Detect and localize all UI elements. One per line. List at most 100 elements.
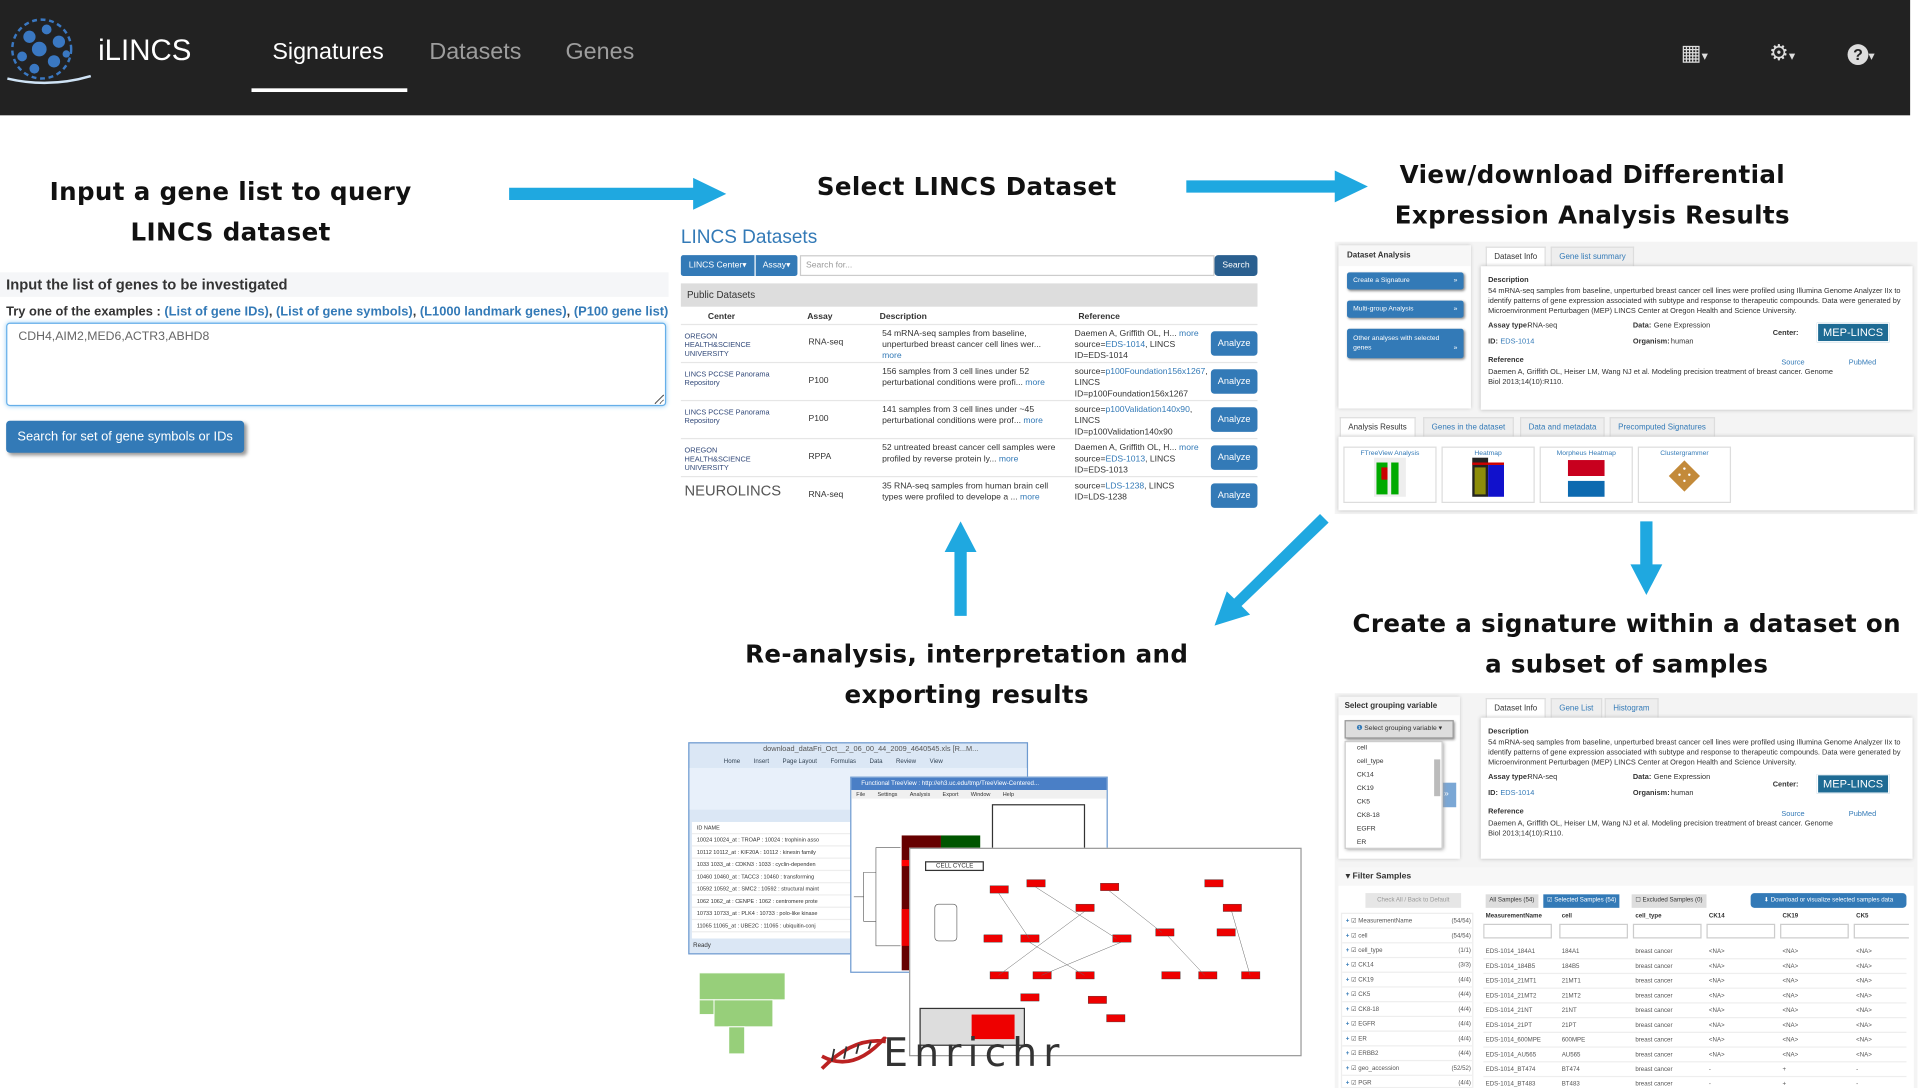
expand-icon[interactable]: + [1345,1035,1350,1043]
samples-col-header[interactable]: MeasurementName [1485,912,1542,921]
checkbox-icon[interactable]: ☑ [1349,1020,1359,1029]
tab-gene-list-summary[interactable]: Gene list summary [1550,246,1635,267]
filter-variable-row[interactable]: + ☑ CK19(4/4) [1342,973,1473,988]
checkbox-icon[interactable]: ☑ [1349,976,1359,984]
pubmed-link[interactable]: PubMed [1848,810,1877,819]
multi-group-analysis-button[interactable]: Multi-group Analysis» [1347,300,1464,318]
ref-more-link[interactable]: more [1179,444,1199,453]
expand-icon[interactable]: + [1345,961,1350,970]
column-filter-input[interactable] [1483,923,1552,939]
filter-variable-row[interactable]: + ☑ ERBB2(4/4) [1342,1046,1473,1062]
example-p100-link[interactable]: (P100 gene list) [573,304,669,319]
column-filter-input[interactable] [1706,923,1776,939]
filter-variable-row[interactable]: + ☑ CK5(4/4) [1342,988,1473,1003]
source-link[interactable]: EDS-1013 [1105,455,1146,464]
checkbox-icon[interactable]: ☑ [1349,991,1359,999]
checkbox-icon[interactable]: ☑ [1349,1064,1359,1073]
expand-icon[interactable]: + [1345,917,1350,926]
filter-variable-row[interactable]: + ☑ cell(54/54) [1342,929,1473,944]
help-menu-button[interactable]: ?▾ [1847,40,1875,66]
settings-menu-button[interactable]: ⚙▾ [1769,40,1795,66]
morpheus-heatmap-result[interactable]: Morpheus Heatmap [1539,446,1633,503]
grouping-option[interactable]: CK8-18 [1356,812,1380,820]
gene-list-textarea[interactable]: CDH4,AIM2,MED6,ACTR3,ABHD8 [6,322,667,407]
samples-col-header[interactable]: CK19 [1782,912,1799,921]
ftreeview-result[interactable]: FTreeView Analysis [1343,446,1437,503]
tab-datasets[interactable]: Datasets [429,39,522,66]
analyze-button[interactable]: Analyze [1210,331,1258,356]
grouping-variable-select[interactable]: ❶ Select grouping variable ▾ [1344,720,1454,739]
mep-lincs-badge[interactable]: MEP-LINCS [1816,322,1890,343]
tab-histogram[interactable]: Histogram [1604,698,1659,718]
grouping-option[interactable]: EGFR [1356,825,1376,833]
filter-variable-row[interactable]: + ☑ CK8-18(4/4) [1342,1002,1473,1018]
assay-dropdown[interactable]: Assay▾ [755,255,798,277]
filter-variable-row[interactable]: + ☑ ER(4/4) [1342,1032,1473,1047]
tab-analysis-results[interactable]: Analysis Results [1339,417,1416,437]
filter-variable-row[interactable]: + ☑ EGFR(4/4) [1342,1017,1473,1032]
clustergrammer-result[interactable]: Clustergrammer [1637,446,1732,503]
filter-variable-row[interactable]: + ☑ geo_accession(52/52) [1342,1061,1473,1076]
grouping-option[interactable]: cell [1356,744,1367,753]
checkbox-icon[interactable]: ☑ [1349,1005,1359,1014]
more-link[interactable]: more [998,455,1019,464]
column-filter-input[interactable] [1632,923,1702,939]
example-gene-ids-link[interactable]: (List of gene IDs) [164,304,269,319]
expand-icon[interactable]: + [1345,947,1350,955]
mep-lincs-badge[interactable]: MEP-LINCS [1816,774,1890,794]
dataset-search-input[interactable]: Search for... [799,255,1215,277]
lincs-center-dropdown[interactable]: LINCS Center▾ [680,255,755,277]
more-link[interactable]: more [1023,417,1043,426]
ref-more-link[interactable]: more [1179,330,1199,339]
example-gene-symbols-link[interactable]: (List of gene symbols) [275,304,413,319]
heatmap-result[interactable]: Heatmap [1441,446,1535,503]
check-all-button[interactable]: Check All / Back to Default [1365,893,1462,908]
other-analyses-button[interactable]: Other analyses with selected genes» [1347,328,1464,359]
checkbox-icon[interactable]: ☑ [1349,947,1359,955]
expand-icon[interactable]: + [1345,932,1350,940]
create-signature-button[interactable]: Create a Signature» [1347,272,1464,290]
source-link[interactable]: Source [1781,810,1805,819]
more-link[interactable]: more [1025,379,1045,388]
dataset-search-button[interactable]: Search [1214,255,1258,277]
more-link[interactable]: more [882,352,902,361]
pubmed-link[interactable]: PubMed [1848,359,1877,367]
excluded-samples-tab[interactable]: ☐ Excluded Samples (0) [1631,894,1707,908]
expand-icon[interactable]: + [1345,1005,1350,1014]
tab-dataset-info[interactable]: Dataset Info [1485,246,1546,267]
more-link[interactable]: more [1020,493,1040,502]
expand-icon[interactable]: + [1345,976,1350,984]
grouping-option[interactable]: cell_type [1356,758,1384,766]
samples-col-header[interactable]: cell [1561,912,1572,921]
samples-col-header[interactable]: CK14 [1708,912,1725,921]
brand-name[interactable]: iLINCS [98,34,192,68]
checkbox-icon[interactable]: ☑ [1349,1035,1359,1043]
analyze-button[interactable]: Analyze [1210,445,1258,470]
column-filter-input[interactable] [1559,923,1628,939]
samples-col-header[interactable]: cell_type [1635,912,1662,921]
analyze-button[interactable]: Analyze [1210,369,1258,394]
filter-variable-row[interactable]: + ☑ PGR(4/4) [1342,1076,1472,1087]
source-link[interactable]: Source [1781,359,1805,367]
filter-variable-row[interactable]: + ☑ MeasurementName(54/54) [1342,914,1473,929]
source-link[interactable]: EDS-1014 [1105,341,1146,350]
analyze-button[interactable]: Analyze [1210,483,1258,508]
grouping-option[interactable]: ER [1356,839,1367,847]
dataset-id-link[interactable]: EDS-1014 [1500,790,1535,798]
dataset-id-link[interactable]: EDS-1014 [1500,338,1535,346]
selected-samples-tab[interactable]: ☑ Selected Samples (54) [1543,894,1620,908]
apps-menu-button[interactable]: ▦▾ [1681,40,1708,66]
grouping-option[interactable]: CK19 [1356,785,1374,793]
checkbox-icon[interactable]: ☑ [1349,917,1359,926]
expand-icon[interactable]: + [1345,1064,1350,1073]
expand-icon[interactable]: + [1345,1020,1350,1029]
download-samples-button[interactable]: ⬇ Download or visualize selected samples… [1750,893,1907,908]
tab-signatures[interactable]: Signatures [272,39,384,66]
filter-variable-row[interactable]: + ☑ CK14(3/3) [1342,958,1473,973]
tab-genes-in-dataset[interactable]: Genes in the dataset [1423,417,1514,437]
grouping-option[interactable]: CK5 [1356,798,1370,807]
example-l1000-link[interactable]: (L1000 landmark genes) [419,304,567,319]
column-filter-input[interactable] [1853,923,1909,939]
expand-icon[interactable]: + [1345,1050,1350,1058]
